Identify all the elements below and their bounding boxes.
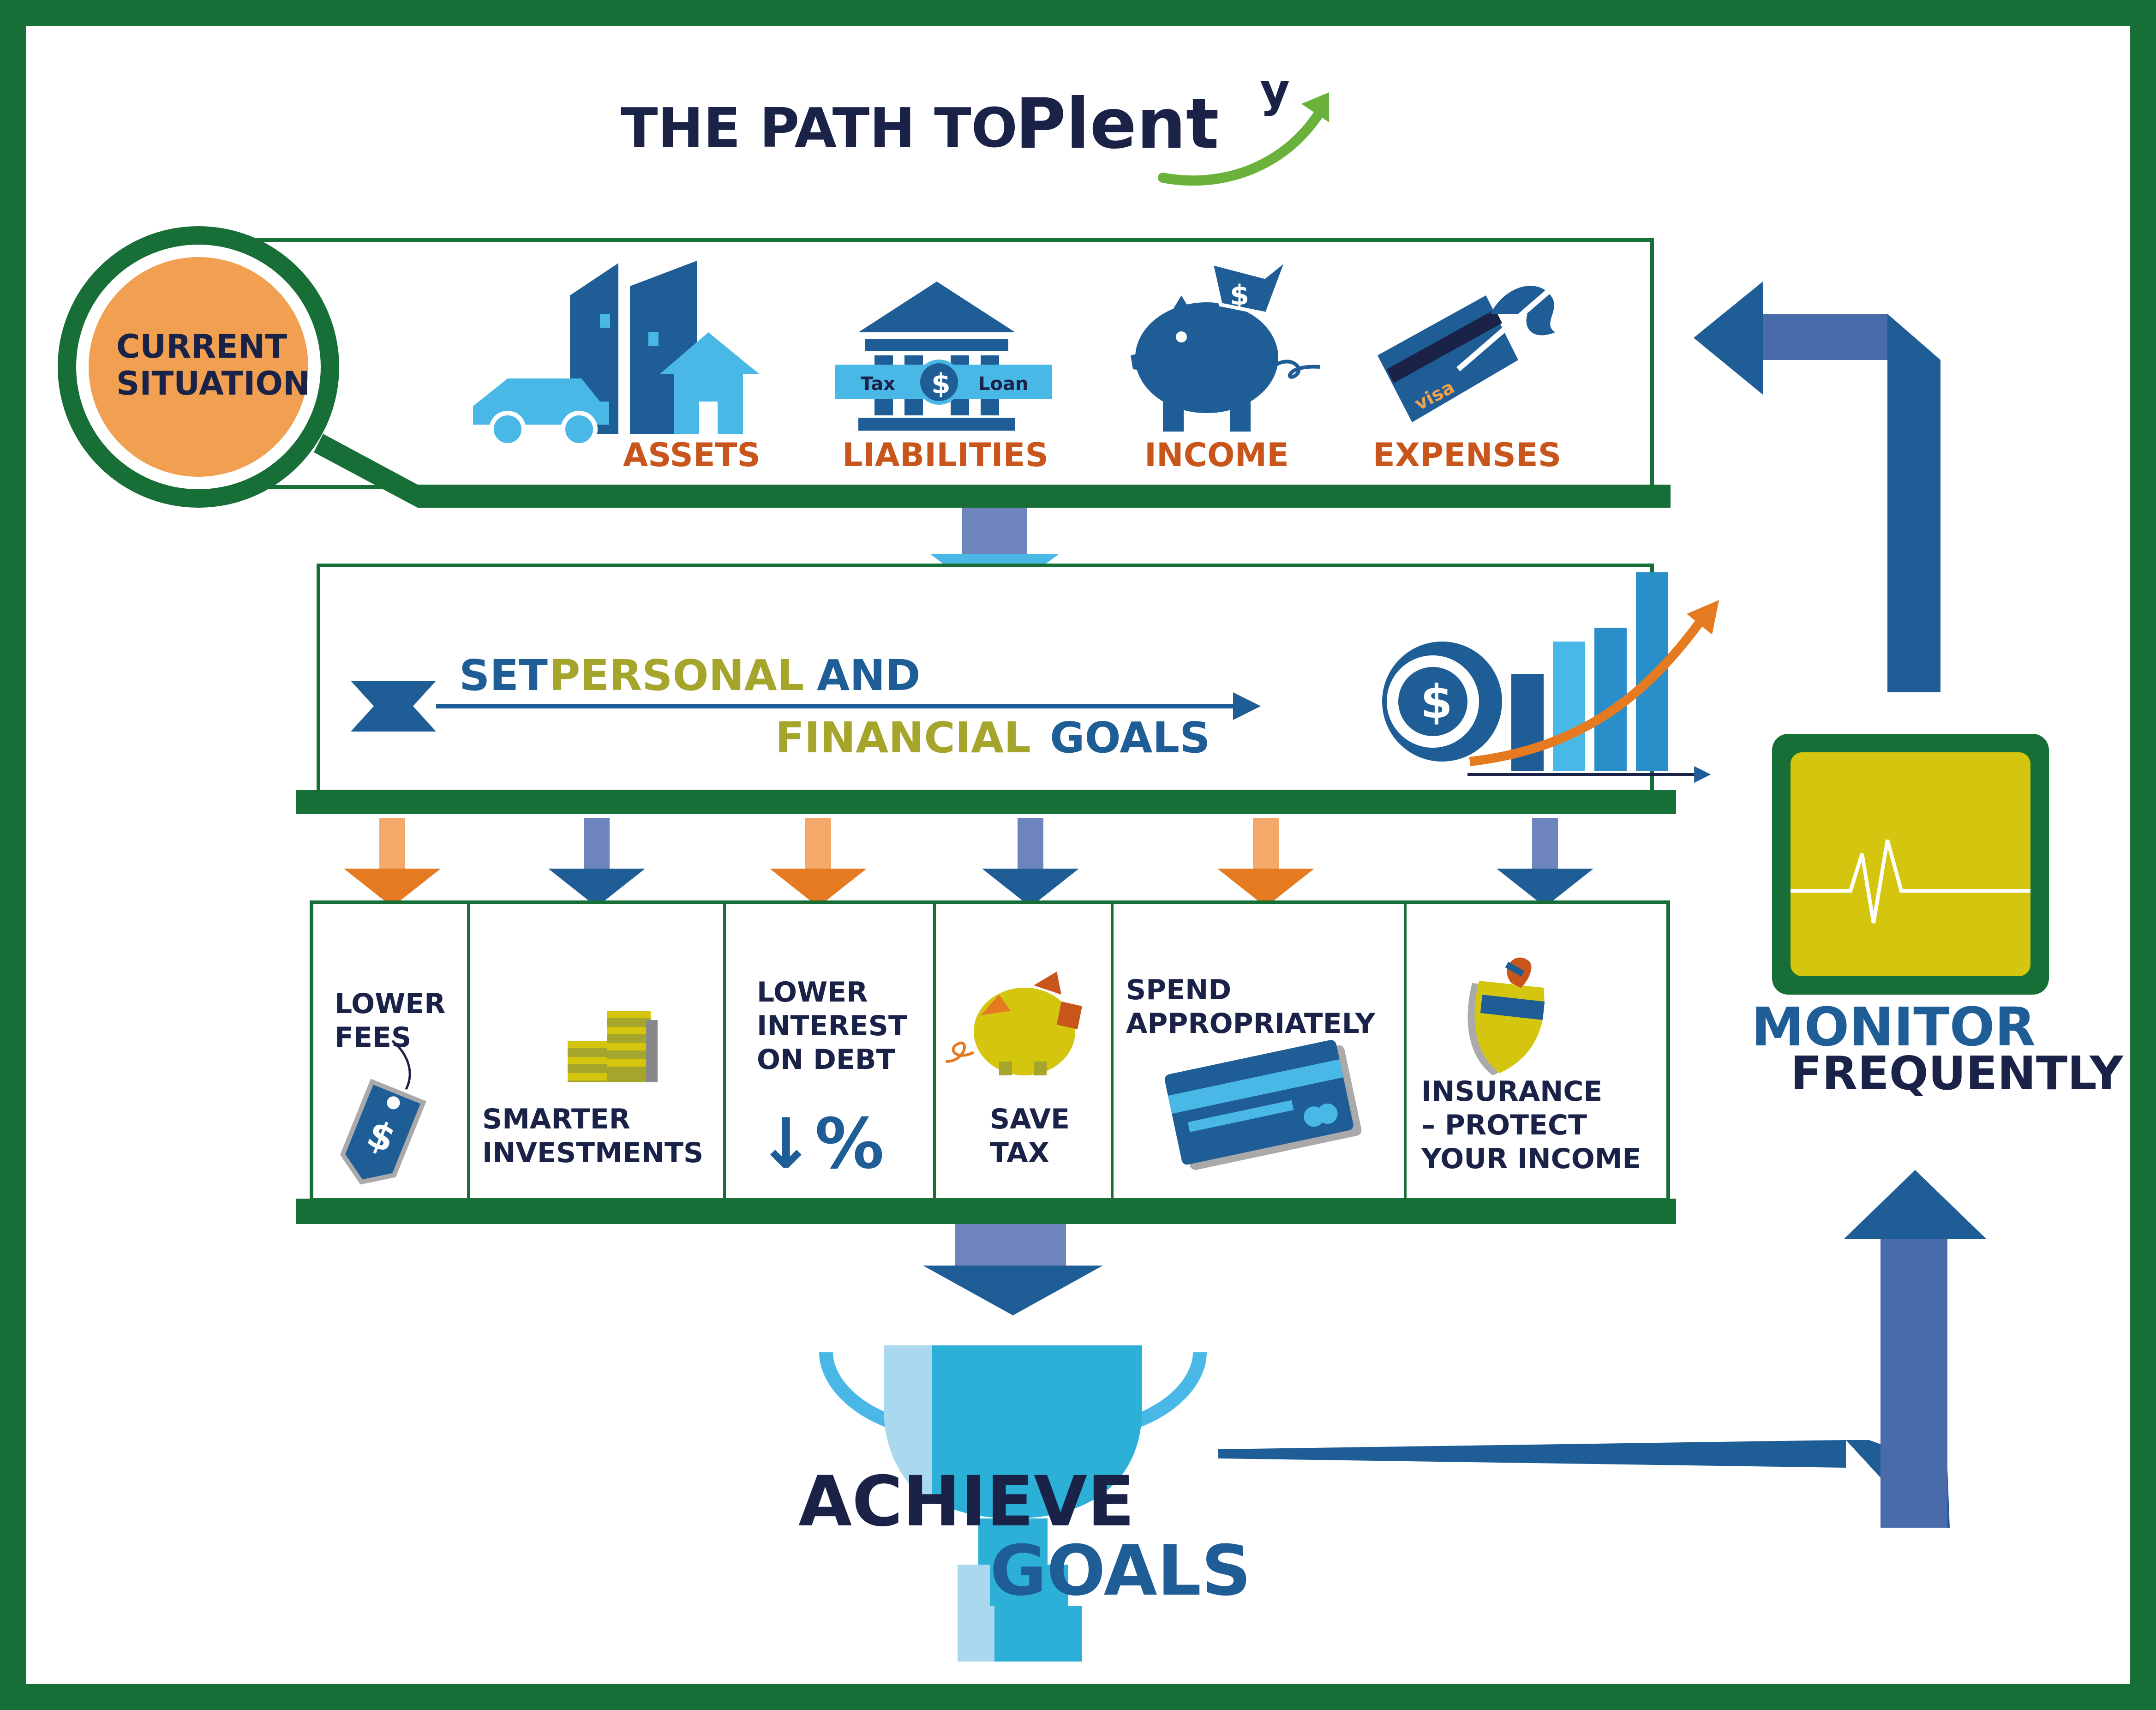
strategy-arrow-6 <box>1497 818 1593 907</box>
income-icon: $ <box>1131 252 1320 432</box>
goals-arrow-tail-icon <box>351 681 436 732</box>
trophy-icon <box>819 1345 1207 1662</box>
goals-shelf <box>296 790 1676 814</box>
title-brand: Plent <box>1015 84 1219 164</box>
smarter-investments-line1: SMARTER <box>482 1103 630 1135</box>
credit-card-icon <box>1164 1040 1362 1170</box>
liabilities-loan-label: Loan <box>978 373 1028 395</box>
percent-down-icon: ↓% <box>757 1104 884 1184</box>
title-prefix: THE PATH TO <box>621 96 1018 160</box>
income-label: INCOME <box>1144 436 1289 474</box>
strategy-arrow-1 <box>344 818 441 907</box>
strategy-arrow-4 <box>982 818 1079 907</box>
spend-line2: APPROPRIATELY <box>1126 1008 1376 1040</box>
expenses-label: EXPENSES <box>1373 436 1561 474</box>
strategy-arrow-5 <box>1217 818 1314 907</box>
current-situation-line2: SITUATION <box>116 365 310 402</box>
save-tax-line2: TAX <box>990 1137 1049 1169</box>
coin-dollar-symbol: $ <box>1420 675 1453 729</box>
strategy-arrows <box>344 818 1593 907</box>
liabilities-dollar-symbol: $ <box>931 368 951 400</box>
goals-word-goals: GOALS <box>1050 713 1210 762</box>
income-dollar-symbol: $ <box>1230 279 1249 312</box>
strategies-panel: LOWER FEES $ SMARTER <box>296 900 1676 1224</box>
insurance-line2: – PROTECT <box>1421 1109 1587 1141</box>
goals-panel: SET PERSONAL AND FINANCIAL GOALS $ <box>296 564 1719 814</box>
magnifier-glass <box>89 257 308 477</box>
expenses-icon: visa <box>1377 279 1562 422</box>
achieve-label: ACHIEVE <box>798 1462 1135 1542</box>
growth-chart-icon: $ <box>1382 572 1719 783</box>
strategy-arrow-2 <box>548 818 645 907</box>
strategy-lower-fees: LOWER FEES $ <box>335 988 445 1185</box>
strategy-insurance: INSURANCE – PROTECT YOUR INCOME <box>1421 957 1641 1175</box>
save-tax-line1: SAVE <box>990 1103 1070 1135</box>
strategy-spend-appropriately: SPEND APPROPRIATELY <box>1126 974 1376 1170</box>
lower-interest-line1: LOWER <box>757 976 868 1008</box>
lower-fees-line1: LOWER <box>335 988 445 1020</box>
shield-money-icon <box>1467 957 1545 1075</box>
monitor-label: MONITOR <box>1751 996 2036 1058</box>
assets-label: ASSETS <box>623 436 761 474</box>
current-situation-line1: CURRENT <box>116 328 287 366</box>
spend-line1: SPEND <box>1126 974 1231 1006</box>
liabilities-tax-label: Tax <box>861 373 895 395</box>
lower-interest-line3: ON DEBT <box>757 1044 895 1076</box>
goals-word-and: AND <box>817 651 921 700</box>
goals-word-set: SET <box>459 651 548 700</box>
piggy-bank-icon <box>946 972 1082 1075</box>
current-situation-panel: CURRENT SITUATION ASSETS Tax <box>58 226 1671 508</box>
liabilities-label: LIABILITIES <box>842 436 1048 474</box>
goals-label: GOALS <box>990 1531 1251 1611</box>
magnifier-handle <box>314 434 418 508</box>
coins-stack-icon <box>568 1011 658 1082</box>
strategies-shelf <box>296 1199 1676 1224</box>
plenty-arrow-head-icon <box>1301 92 1329 122</box>
assets-icon <box>473 261 759 448</box>
page-title: THE PATH TO Plent y <box>621 63 1329 186</box>
liabilities-icon: Tax Loan $ <box>835 282 1052 431</box>
price-tag-icon: $ <box>340 1079 426 1185</box>
strategy-save-tax: SAVE TAX <box>946 972 1082 1169</box>
title-brand-superscript: y <box>1260 63 1290 117</box>
frequently-label: FREQUENTLY <box>1791 1046 2124 1100</box>
insurance-line1: INSURANCE <box>1421 1075 1602 1108</box>
smarter-investments-line2: INVESTMENTS <box>482 1137 703 1169</box>
lower-interest-line2: INTEREST <box>757 1010 907 1042</box>
strategy-smarter-investments: SMARTER INVESTMENTS <box>482 1011 703 1169</box>
plenty-swoosh-icon <box>1158 103 1327 186</box>
loop-arrow-back-to-start <box>1694 282 1940 692</box>
monitor-icon <box>1772 734 2049 995</box>
goals-word-personal: PERSONAL <box>549 651 804 700</box>
goals-word-financial: FINANCIAL <box>775 713 1031 762</box>
heartbeat-line <box>1791 839 2030 924</box>
down-arrow-to-achieve <box>923 1224 1103 1315</box>
strategy-arrow-3 <box>770 818 867 907</box>
situation-shelf <box>418 485 1671 508</box>
strategy-lower-interest: LOWER INTEREST ON DEBT ↓% <box>757 976 907 1184</box>
insurance-line3: YOUR INCOME <box>1421 1143 1641 1175</box>
loop-arrow-up-to-monitor <box>1218 1170 1987 1528</box>
